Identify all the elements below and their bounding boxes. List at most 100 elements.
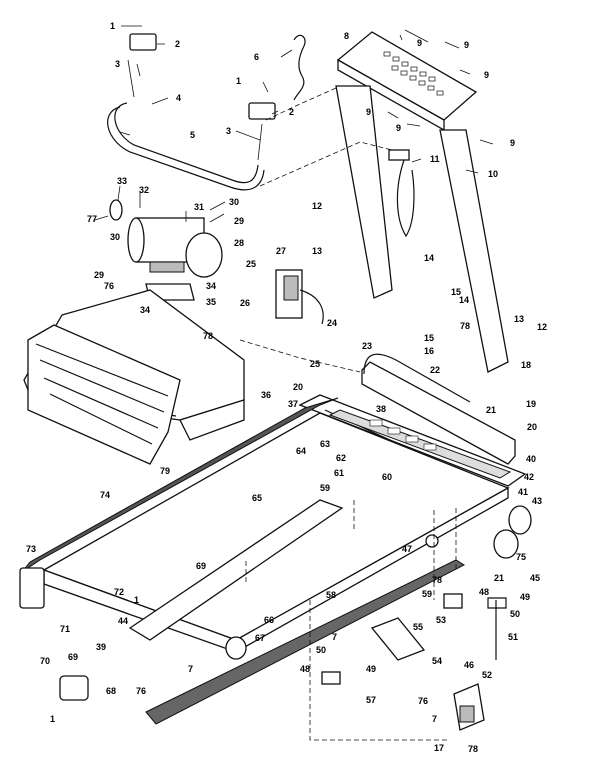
callout-label: 10 — [488, 169, 498, 179]
callout-label: 23 — [362, 341, 372, 351]
callout-label: 42 — [524, 472, 534, 482]
callout-label: 20 — [293, 382, 303, 392]
callout-label: 5 — [190, 130, 195, 140]
callout-label: 30 — [110, 232, 120, 242]
callout-label: 45 — [530, 573, 540, 583]
callout-label: 9 — [464, 40, 469, 50]
callout-label: 6 — [254, 52, 259, 62]
callout-label: 44 — [118, 616, 128, 626]
callout-label: 73 — [26, 544, 36, 554]
callout-label: 30 — [229, 197, 239, 207]
callout-label: 40 — [526, 454, 536, 464]
callout-label: 21 — [486, 405, 496, 415]
callout-label: 78 — [432, 575, 442, 585]
callout-label: 29 — [94, 270, 104, 280]
callout-label: 67 — [255, 633, 265, 643]
callout-label: 36 — [261, 390, 271, 400]
callout-label: 2 — [289, 107, 294, 117]
foot-part — [59, 675, 89, 701]
callout-label: 54 — [432, 656, 442, 666]
console-cable-part — [396, 159, 415, 238]
callout-label: 55 — [413, 622, 423, 632]
callout-label: 12 — [312, 201, 322, 211]
console-assembly — [336, 31, 478, 132]
callout-label: 46 — [464, 660, 474, 670]
side-rail-right — [145, 559, 466, 725]
clip-part — [321, 671, 341, 685]
callout-label: 52 — [482, 670, 492, 680]
callout-label: 25 — [246, 259, 256, 269]
callout-label: 62 — [336, 453, 346, 463]
treadmill-frame — [298, 353, 527, 487]
callout-label: 9 — [366, 107, 371, 117]
circuit-plate-part — [370, 617, 426, 661]
incline-motor-link — [487, 597, 507, 660]
callout-label: 53 — [436, 615, 446, 625]
callout-label: 47 — [402, 544, 412, 554]
callout-label: 34 — [206, 281, 216, 291]
callout-label: 9 — [417, 38, 422, 48]
handrail-cap-part — [248, 102, 276, 120]
reed-switch-assembly — [453, 683, 485, 731]
callout-label: 59 — [320, 483, 330, 493]
callout-label: 48 — [300, 664, 310, 674]
callout-label: 64 — [296, 446, 306, 456]
callout-labels: 1 2 3 4 5 1 2 3 6 8 9 9 9 9 9 9 10 11 33… — [26, 21, 547, 754]
callout-label: 21 — [494, 573, 504, 583]
handrail-assembly — [107, 33, 276, 191]
side-rail-left — [128, 499, 344, 641]
callout-label: 3 — [226, 126, 231, 136]
callout-label: 72 — [114, 587, 124, 597]
callout-label: 74 — [100, 490, 110, 500]
callout-label: 76 — [418, 696, 428, 706]
callout-label: 68 — [106, 686, 116, 696]
callout-label: 75 — [516, 552, 526, 562]
rear-roller-assembly — [425, 505, 532, 559]
motor-hood — [23, 289, 245, 465]
callout-label: 69 — [196, 561, 206, 571]
controller-assembly — [275, 269, 324, 325]
callout-label: 59 — [422, 589, 432, 599]
callout-label: 15 — [451, 287, 461, 297]
callout-label: 51 — [508, 632, 518, 642]
callout-label: 76 — [104, 281, 114, 291]
callout-label: 41 — [518, 487, 528, 497]
callout-leader-lines — [94, 25, 494, 223]
walking-belt-part — [21, 397, 339, 573]
power-cord-part — [293, 34, 306, 101]
callout-label: 58 — [326, 590, 336, 600]
callout-label: 19 — [526, 399, 536, 409]
callout-label: 12 — [537, 322, 547, 332]
callout-label: 57 — [366, 695, 376, 705]
callout-label: 1 — [236, 76, 241, 86]
callout-label: 17 — [434, 743, 444, 753]
callout-label: 8 — [344, 31, 349, 41]
callout-label: 78 — [460, 321, 470, 331]
callout-label: 4 — [176, 93, 181, 103]
callout-label: 69 — [68, 652, 78, 662]
callout-label: 22 — [430, 365, 440, 375]
callout-label: 78 — [468, 744, 478, 754]
bracket-part — [443, 593, 463, 609]
callout-label: 18 — [521, 360, 531, 370]
walking-deck — [42, 412, 510, 654]
callout-label: 50 — [510, 609, 520, 619]
callout-label: 79 — [160, 466, 170, 476]
callout-label: 14 — [459, 295, 469, 305]
upright-right — [439, 129, 509, 373]
callout-label: 13 — [514, 314, 524, 324]
callout-label: 26 — [240, 298, 250, 308]
callout-label: 38 — [376, 404, 386, 414]
callout-label: 28 — [234, 238, 244, 248]
callout-label: 1 — [50, 714, 55, 724]
callout-label: 1 — [110, 21, 115, 31]
callout-label: 16 — [424, 346, 434, 356]
callout-label: 9 — [510, 138, 515, 148]
callout-label: 13 — [312, 246, 322, 256]
callout-label: 31 — [194, 202, 204, 212]
callout-label: 60 — [382, 472, 392, 482]
handrail-cap-part — [129, 33, 157, 51]
assembly-dashed-lines — [239, 87, 457, 741]
callout-label: 2 — [175, 39, 180, 49]
callout-label: 11 — [430, 154, 440, 164]
